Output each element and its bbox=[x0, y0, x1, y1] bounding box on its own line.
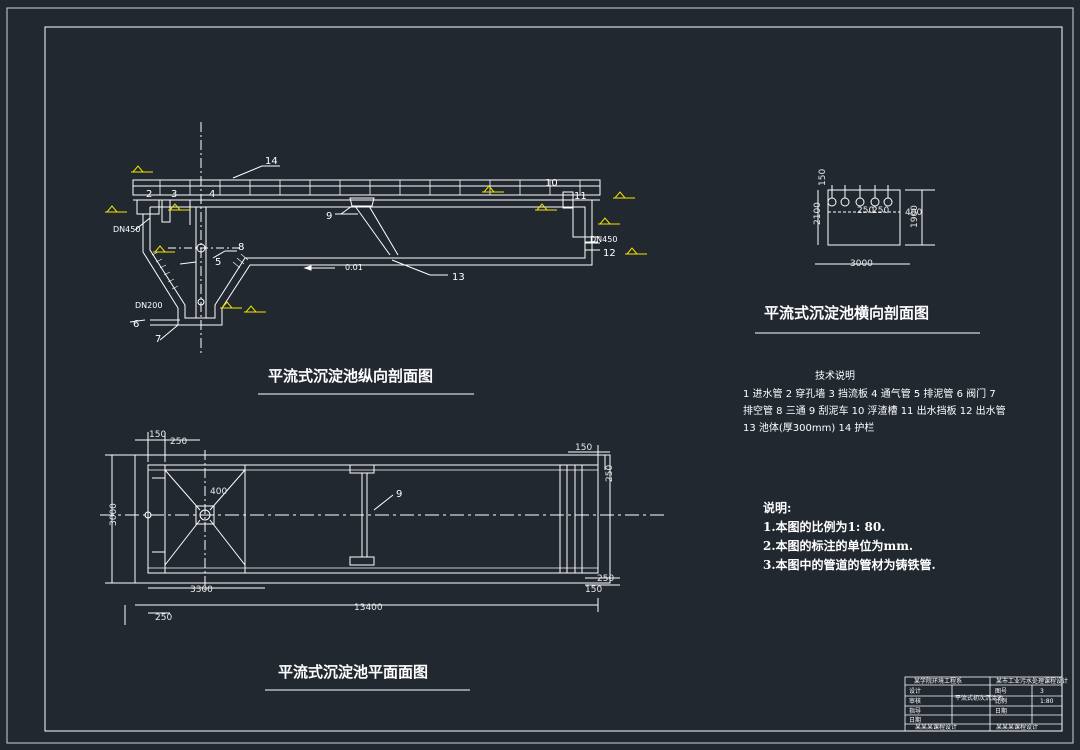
callout-13: 13 bbox=[452, 272, 465, 283]
callout-12: 12 bbox=[603, 248, 616, 259]
tb-field-scale-val: 1:80 bbox=[1040, 698, 1054, 705]
tech-heading: 技术说明 bbox=[815, 369, 855, 382]
dim-250a: 250 bbox=[857, 206, 874, 216]
outer-frame bbox=[6, 7, 1074, 744]
tech-line-3: 13 池体(厚300mm) 14 护栏 bbox=[743, 421, 874, 434]
plan-dim-13400: 13400 bbox=[354, 603, 383, 613]
transverse-dims: 250 250 400 3000 1900 2100 150 bbox=[813, 169, 922, 269]
callout-3: 3 bbox=[171, 189, 177, 200]
dim-1900: 1900 bbox=[910, 205, 920, 228]
callout-10: 10 bbox=[545, 178, 558, 189]
plan-dim-400: 400 bbox=[210, 487, 227, 497]
tb-row-design: 设计 bbox=[909, 687, 921, 695]
note-1: 1.本图的比例为1: 80. bbox=[763, 519, 885, 534]
pipe-outlet-label: DN450 bbox=[590, 235, 617, 244]
tb-field-no-val: 3 bbox=[1040, 688, 1044, 695]
callout-14: 14 bbox=[265, 156, 278, 167]
tb-footer-right: 某某某课程设计 bbox=[996, 723, 1038, 731]
tech-line-2: 排空管 8 三通 9 刮泥车 10 浮渣槽 11 出水挡板 12 出水管 bbox=[743, 404, 1006, 417]
dim-3000: 3000 bbox=[850, 259, 873, 269]
dim-250b: 250 bbox=[872, 206, 889, 216]
tb-field-scale: 比例 bbox=[995, 697, 1007, 705]
tb-field-no: 图号 bbox=[995, 688, 1007, 695]
callout-2: 2 bbox=[146, 189, 152, 200]
tech-line-1: 1 进水管 2 穿孔墙 3 挡流板 4 通气管 5 排泥管 6 阀门 7 bbox=[743, 387, 996, 400]
tb-row-review: 审核 bbox=[909, 697, 921, 705]
title-block bbox=[904, 676, 1063, 732]
longitudinal-callouts: 14 2 3 4 5 6 7 8 9 10 11 12 13 DN450 DN4… bbox=[113, 156, 617, 345]
level-markers bbox=[105, 165, 647, 313]
callout-9: 9 bbox=[326, 211, 332, 222]
plan-dim-250-right: 250 bbox=[605, 465, 615, 482]
dim-150: 150 bbox=[818, 169, 828, 186]
plan-dim-150-top: 150 bbox=[149, 430, 166, 440]
note-3: 3.本图中的管道的管材为铸铁管. bbox=[763, 557, 936, 572]
slope-label: 0.01 bbox=[345, 263, 363, 272]
longitudinal-title: 平流式沉淀池纵向剖面图 bbox=[268, 367, 433, 385]
tb-row-date: 日期 bbox=[909, 716, 921, 724]
callout-5: 5 bbox=[215, 257, 221, 268]
callout-11: 11 bbox=[574, 191, 587, 202]
callout-4: 4 bbox=[209, 189, 215, 200]
plan-dim-150-br: 150 bbox=[585, 585, 602, 595]
plan-title: 平流式沉淀池平面面图 bbox=[278, 663, 428, 681]
tb-school: 某学院环境工程系 bbox=[914, 677, 962, 685]
general-notes: 说明: 1.本图的比例为1: 80. 2.本图的标注的单位为mm. 3.本图中的… bbox=[763, 500, 936, 572]
tb-project: 某市工业污水处理课程设计 bbox=[996, 677, 1068, 685]
title-block-text: 某学院环境工程系 某市工业污水处理课程设计 设计 审核 指导 日期 平流式初次沉… bbox=[909, 677, 1068, 731]
plan-callout-9: 9 bbox=[396, 489, 402, 500]
plan-dim-3300: 3300 bbox=[190, 585, 213, 595]
tb-drawing-name: 平流式初次沉淀池 bbox=[955, 694, 1003, 702]
inner-frame bbox=[44, 26, 1063, 732]
pipe-inlet-label: DN450 bbox=[113, 225, 140, 234]
plan-dim-250-bottom: 250 bbox=[155, 613, 172, 623]
tb-row-guide: 指导 bbox=[909, 707, 921, 715]
callout-8: 8 bbox=[238, 242, 244, 253]
plan-dim-3000: 3000 bbox=[109, 503, 119, 526]
note-2: 2.本图的标注的单位为mm. bbox=[763, 538, 913, 553]
transverse-section bbox=[815, 185, 935, 265]
dim-400: 400 bbox=[905, 208, 922, 218]
plan-dim-150-right: 150 bbox=[575, 443, 592, 453]
tb-footer-left: 某某某课程设计 bbox=[915, 723, 957, 731]
notes-heading: 说明: bbox=[763, 500, 791, 515]
plan-view bbox=[100, 432, 665, 625]
plan-dims: 150 250 150 250 3000 400 3300 13400 250 … bbox=[109, 430, 615, 623]
callout-6: 6 bbox=[133, 319, 139, 330]
plan-dim-250-br: 250 bbox=[597, 574, 614, 584]
pipe-drain-label: DN200 bbox=[135, 301, 162, 310]
callout-7: 7 bbox=[155, 334, 161, 345]
dim-2100: 2100 bbox=[813, 202, 823, 225]
tech-notes: 技术说明 1 进水管 2 穿孔墙 3 挡流板 4 通气管 5 排泥管 6 阀门 … bbox=[743, 369, 1006, 434]
plan-dim-250-top: 250 bbox=[170, 437, 187, 447]
transverse-title: 平流式沉淀池横向剖面图 bbox=[764, 304, 929, 322]
tb-field-date: 日期 bbox=[995, 707, 1007, 715]
longitudinal-section bbox=[129, 122, 601, 355]
